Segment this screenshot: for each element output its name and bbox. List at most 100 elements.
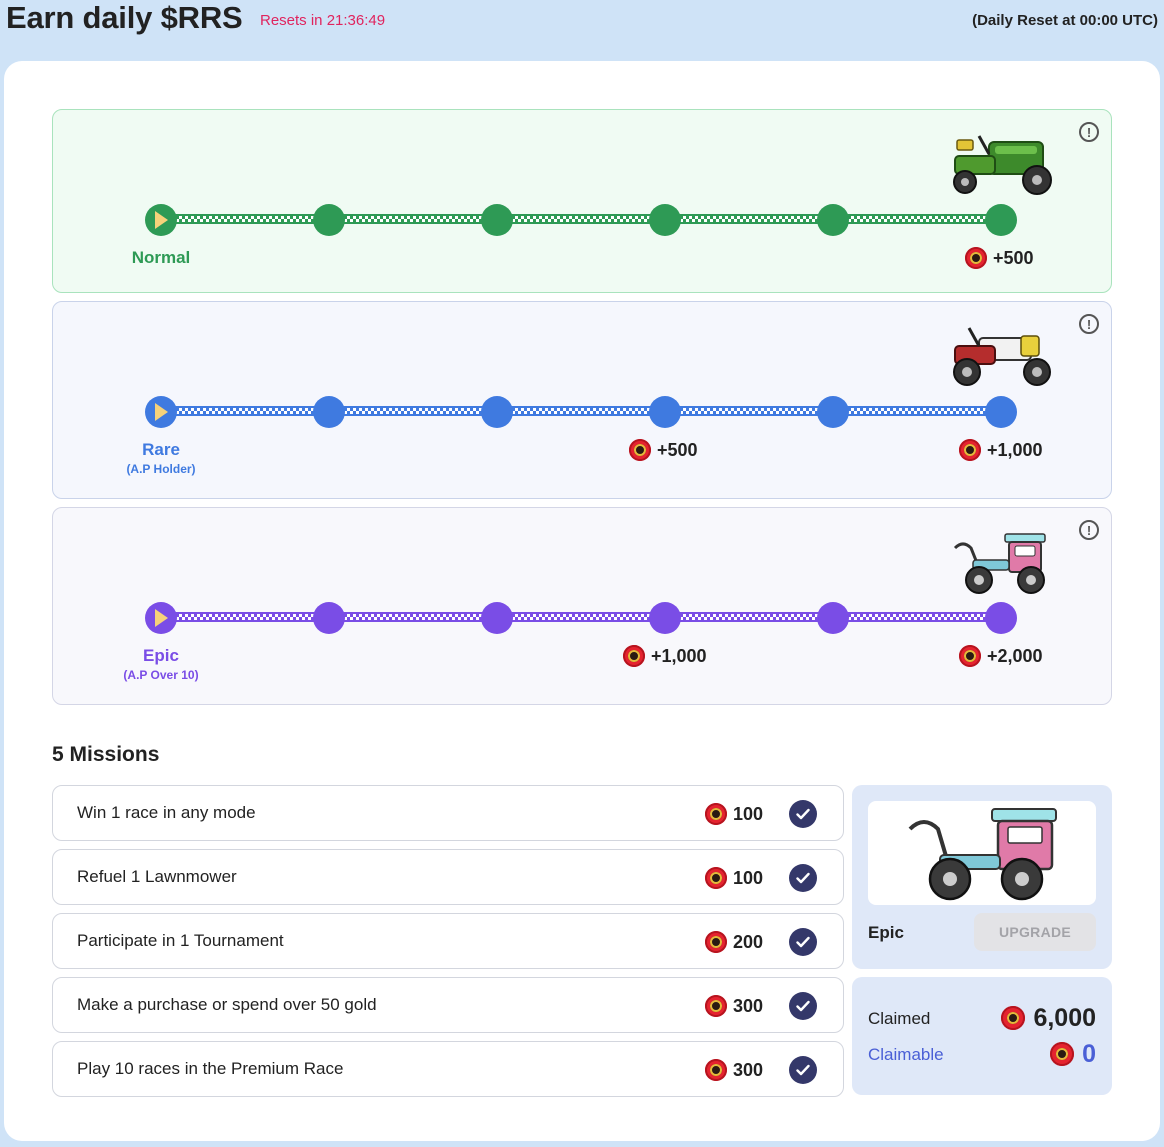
milestone-node-3 xyxy=(481,396,513,428)
claimable-amount: 0 xyxy=(1082,1039,1096,1068)
milestone-node-5 xyxy=(817,204,849,236)
mission-reward-amount: 300 xyxy=(732,1059,763,1080)
milestone-node-6 xyxy=(985,396,1017,428)
info-icon[interactable]: ! xyxy=(1079,314,1099,334)
milestone-node-3 xyxy=(481,602,513,634)
vehicle-card: Epic UPGRADE xyxy=(852,785,1112,969)
coin-icon xyxy=(704,1059,727,1081)
vehicle-tier-name: Epic xyxy=(868,923,904,942)
milestone-node-4 xyxy=(649,204,681,236)
mission-item[interactable]: Make a purchase or spend over 50 gold 30… xyxy=(52,977,844,1033)
reward-amount: +500 xyxy=(993,247,1034,268)
mission-reward: 300 xyxy=(704,994,763,1018)
main-panel: ! Normal +500 ! xyxy=(4,61,1160,1141)
page-header: Earn daily $RRS Resets in 21:36:49 (Dail… xyxy=(0,0,1164,60)
coin-icon xyxy=(959,439,981,461)
reward-amount: +500 xyxy=(657,439,698,460)
claimed-value: 6,000 xyxy=(1001,1003,1096,1033)
coin-icon xyxy=(629,439,651,461)
claimable-label[interactable]: Claimable xyxy=(868,1045,944,1064)
claimed-amount: 6,000 xyxy=(1033,1003,1096,1032)
reward-amount: +1,000 xyxy=(987,439,1043,460)
claimed-label: Claimed xyxy=(868,1009,931,1028)
mission-text: Win 1 race in any mode xyxy=(77,803,256,822)
tier-epic: ! Epic (A.P Over 10) +1,000 +2,000 xyxy=(52,507,1112,705)
info-icon[interactable]: ! xyxy=(1079,520,1099,540)
info-icon[interactable]: ! xyxy=(1079,122,1099,142)
progress-track xyxy=(161,612,1003,622)
reward-amount: +2,000 xyxy=(987,645,1043,666)
tier-rare: ! Rare (A.P Holder) +500 +1,000 xyxy=(52,301,1112,499)
page-title: Earn daily $RRS xyxy=(6,0,243,35)
claimable-row: Claimable 0 xyxy=(868,1039,1096,1069)
milestone-reward: +500 xyxy=(629,438,698,462)
mission-reward: 300 xyxy=(704,1058,763,1082)
mission-text: Make a purchase or spend over 50 gold xyxy=(77,995,377,1014)
milestone-node-4 xyxy=(649,602,681,634)
milestone-reward: +500 xyxy=(965,246,1034,270)
daily-reset-note: (Daily Reset at 00:00 UTC) xyxy=(972,12,1158,29)
coin-icon xyxy=(704,995,727,1017)
milestone-node-2 xyxy=(313,602,345,634)
vehicle-preview xyxy=(868,801,1096,905)
coin-icon xyxy=(965,247,987,269)
check-icon xyxy=(789,928,817,956)
claimable-value: 0 xyxy=(1050,1039,1096,1069)
green-lawnmower-icon xyxy=(953,135,1052,195)
milestone-node-6 xyxy=(985,602,1017,634)
check-icon xyxy=(789,992,817,1020)
reset-countdown: Resets in 21:36:49 xyxy=(260,12,386,29)
mission-reward-amount: 300 xyxy=(732,995,763,1016)
coin-icon xyxy=(959,645,981,667)
pink-cart-icon xyxy=(953,533,1046,594)
mission-reward-amount: 100 xyxy=(732,803,763,824)
mission-item[interactable]: Play 10 races in the Premium Race 300 xyxy=(52,1041,844,1097)
mission-reward: 100 xyxy=(704,802,763,826)
mission-item[interactable]: Participate in 1 Tournament 200 xyxy=(52,913,844,969)
milestone-reward: +1,000 xyxy=(623,644,707,668)
milestone-node-2 xyxy=(313,396,345,428)
mission-reward: 100 xyxy=(704,866,763,890)
milestone-reward: +2,000 xyxy=(959,644,1043,668)
progress-track xyxy=(161,406,1003,416)
mission-reward-amount: 100 xyxy=(732,867,763,888)
play-icon xyxy=(155,609,168,627)
check-icon xyxy=(789,800,817,828)
coin-icon xyxy=(1001,1006,1026,1030)
claim-summary: Claimed 6,000 Claimable 0 xyxy=(852,977,1112,1095)
tier-name: Epic xyxy=(143,646,179,665)
progress-track xyxy=(161,214,1003,224)
milestone-reward: +1,000 xyxy=(959,438,1043,462)
mission-text: Participate in 1 Tournament xyxy=(77,931,284,950)
milestone-node-1 xyxy=(145,602,177,634)
play-icon xyxy=(155,211,168,229)
coin-icon xyxy=(623,645,645,667)
play-icon xyxy=(155,403,168,421)
milestone-node-2 xyxy=(313,204,345,236)
coin-icon xyxy=(704,867,727,889)
missions-title: 5 Missions xyxy=(52,743,160,766)
milestone-node-3 xyxy=(481,204,513,236)
tier-name: Rare xyxy=(142,440,180,459)
tier-name: Normal xyxy=(131,248,191,267)
mission-item[interactable]: Refuel 1 Lawnmower 100 xyxy=(52,849,844,905)
mission-text: Play 10 races in the Premium Race xyxy=(77,1059,344,1078)
milestone-node-5 xyxy=(817,396,849,428)
claimed-row: Claimed 6,000 xyxy=(868,1003,1096,1033)
mission-reward-amount: 200 xyxy=(732,931,763,952)
coin-icon xyxy=(704,803,727,825)
mission-text: Refuel 1 Lawnmower xyxy=(77,867,237,886)
milestone-node-6 xyxy=(985,204,1017,236)
milestone-node-1 xyxy=(145,204,177,236)
mission-reward: 200 xyxy=(704,930,763,954)
tier-requirement: (A.P Over 10) xyxy=(123,668,199,682)
tier-normal: ! Normal +500 xyxy=(52,109,1112,293)
check-icon xyxy=(789,864,817,892)
mission-item[interactable]: Win 1 race in any mode 100 xyxy=(52,785,844,841)
upgrade-button[interactable]: UPGRADE xyxy=(974,913,1096,951)
coin-icon xyxy=(1050,1042,1075,1066)
milestone-node-4 xyxy=(649,396,681,428)
pink-cart-icon xyxy=(908,808,1057,901)
red-lawnmower-icon xyxy=(953,327,1051,386)
tier-requirement: (A.P Holder) xyxy=(126,462,196,476)
